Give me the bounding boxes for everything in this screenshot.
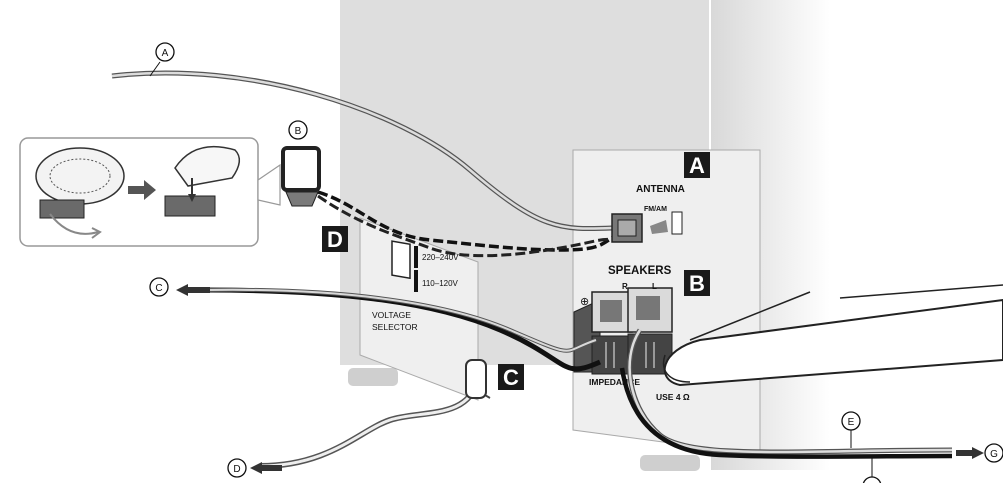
- svg-text:G: G: [990, 449, 998, 460]
- svg-text:D: D: [327, 227, 343, 252]
- voltage-220-label: 220–240V: [422, 253, 459, 262]
- svg-text:A: A: [162, 48, 169, 59]
- antenna-assembly-inset: [19, 137, 281, 247]
- callout-f-partial: [862, 458, 882, 483]
- voltage-110-label: 110–120V: [422, 279, 459, 288]
- svg-text:A: A: [689, 153, 705, 178]
- callout-g: G: [984, 443, 1003, 463]
- callout-e: E: [841, 411, 861, 448]
- speaker-cord-black-right: [619, 367, 953, 459]
- voltage-switch-icon[interactable]: [391, 240, 411, 280]
- svg-text:E: E: [848, 417, 855, 428]
- svg-text:C: C: [155, 283, 162, 294]
- callout-a: A: [149, 42, 175, 77]
- speaker-r-label: R: [622, 282, 628, 291]
- use-4-ohm-label: USE 4 Ω: [656, 392, 690, 402]
- speaker-terminal-block[interactable]: [573, 287, 673, 375]
- power-cord: [259, 377, 481, 469]
- label-box-a: A: [684, 152, 710, 178]
- arrow-right-icon: [128, 180, 156, 200]
- voltage-selector-panel: 220–240V 110–120V VOLTAGE SELECTOR: [359, 217, 479, 401]
- antenna-label: ANTENNA: [636, 184, 685, 195]
- speakers-label: SPEAKERS: [608, 265, 672, 277]
- label-box-b: B: [684, 270, 710, 296]
- svg-text:B: B: [689, 271, 705, 296]
- callout-c: C: [149, 277, 169, 297]
- plus-polarity-label: ⊕: [580, 296, 589, 308]
- voltage-selector-label-line1: VOLTAGE: [372, 310, 411, 320]
- speaker-l-label: L: [652, 282, 657, 291]
- arrow-left-d-icon: [250, 462, 282, 474]
- callout-d: D: [227, 458, 247, 478]
- label-box-d: D: [322, 226, 348, 252]
- loop-antenna-folded-icon: [35, 147, 125, 239]
- impedance-label: IMPEDANCE: [589, 377, 640, 387]
- loop-antenna-standing-icon: [164, 145, 241, 217]
- antenna-terminal[interactable]: [611, 211, 683, 243]
- svg-text:B: B: [295, 126, 302, 137]
- svg-text:C: C: [503, 365, 519, 390]
- loop-antenna-twisted-wire: [317, 190, 616, 252]
- speaker-r-minus-terminal[interactable]: [591, 335, 633, 375]
- loop-antenna: [281, 146, 321, 207]
- label-box-c: C: [498, 364, 524, 390]
- callout-b: B: [288, 120, 308, 140]
- voltage-selector-label-line2: SELECTOR: [372, 322, 418, 332]
- fm-am-label: FM/AM: [644, 206, 667, 213]
- svg-text:D: D: [233, 464, 240, 475]
- cord-holder: [465, 359, 487, 399]
- arrow-right-g-icon: [956, 447, 984, 459]
- arrow-left-c-icon: [176, 284, 210, 296]
- finger-pressing-icon: [662, 284, 1003, 387]
